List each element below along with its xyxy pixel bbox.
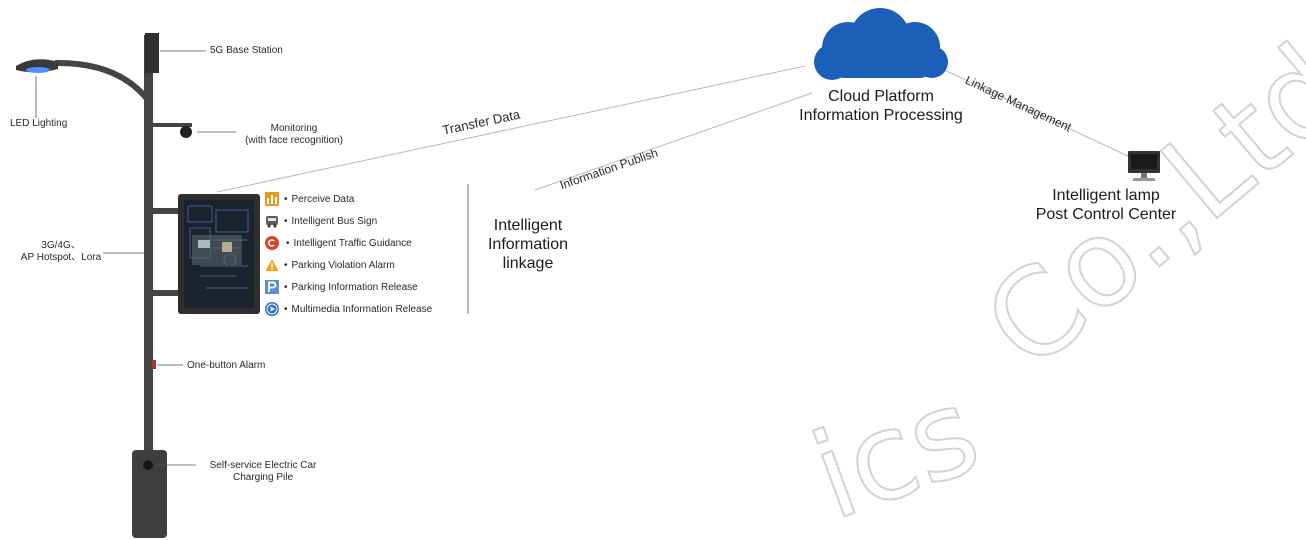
camera-arm	[148, 123, 192, 127]
cloud-platform-label: Cloud Platform Information Processing	[776, 87, 986, 125]
alarm-button	[152, 360, 156, 369]
face-camera	[180, 126, 192, 138]
label-charging-line1: Self-service Electric Car	[209, 460, 317, 471]
monitor-icon	[1128, 151, 1160, 181]
bus-icon	[265, 214, 279, 228]
label-monitoring-line1: Monitoring	[270, 123, 318, 134]
screen-arm-top	[150, 208, 182, 214]
intelligent-information-linkage: Intelligent Information linkage	[468, 216, 588, 273]
feature-perceive-data: •Perceive Data	[265, 191, 354, 207]
linkage-management-line	[939, 67, 1131, 158]
screen-arm-bottom	[150, 290, 182, 296]
label-monitoring: Monitoring (with face recognition)	[238, 123, 350, 147]
warning-icon	[265, 258, 279, 272]
label-network-line1: 3G/4G、	[41, 240, 81, 251]
linkage-line3: linkage	[502, 255, 554, 272]
feature-label: Multimedia Information Release	[291, 303, 433, 315]
lamp-arm	[54, 59, 151, 102]
feature-parking-information-release: •Parking Information Release	[265, 279, 418, 295]
street-pole	[16, 33, 192, 538]
feature-intelligent-traffic-guidance: •Intelligent Traffic Guidance	[265, 235, 412, 251]
label-network: 3G/4G、 AP Hotspot、Lora	[18, 240, 104, 264]
parking-icon	[265, 280, 279, 294]
smart-display-screen	[178, 194, 260, 314]
label-charging-line2: Charging Pile	[232, 472, 294, 483]
control-center-line1: Intelligent lamp	[1052, 187, 1160, 204]
feature-label: Perceive Data	[291, 193, 355, 205]
bar-chart-icon	[265, 192, 279, 206]
linkage-line1: Intelligent	[493, 217, 563, 234]
label-5g-base-station: 5G Base Station	[210, 45, 283, 56]
charging-socket	[143, 460, 153, 470]
connector-lines	[216, 65, 1131, 193]
cloud-line2: Information Processing	[799, 107, 963, 124]
control-center-label: Intelligent lamp Post Control Center	[1006, 186, 1206, 224]
label-one-button-alarm: One-button Alarm	[187, 360, 266, 371]
play-icon	[265, 302, 279, 316]
traffic-guidance-icon	[265, 236, 279, 250]
feature-label: Intelligent Traffic Guidance	[293, 237, 412, 249]
charging-cabinet	[132, 450, 167, 538]
cloud-line1: Cloud Platform	[828, 88, 934, 105]
linkage-line2: Information	[487, 236, 569, 253]
label-network-line2: AP Hotspot、Lora	[20, 252, 102, 263]
feature-label: Parking Violation Alarm	[291, 259, 395, 271]
feature-label: Intelligent Bus Sign	[291, 215, 378, 227]
led-light	[26, 67, 50, 73]
label-monitoring-line2: (with face recognition)	[245, 135, 343, 146]
feature-intelligent-bus-sign: •Intelligent Bus Sign	[265, 213, 377, 229]
label-leader-lines	[35, 50, 469, 466]
cloud-icon	[814, 8, 948, 80]
control-center-line2: Post Control Center	[1035, 206, 1177, 223]
feature-multimedia-information-release: •Multimedia Information Release	[265, 301, 432, 317]
label-led-lighting: LED Lighting	[10, 118, 68, 129]
transfer-data-line	[216, 65, 806, 193]
label-charging-pile: Self-service Electric Car Charging Pile	[196, 460, 330, 484]
feature-parking-violation-alarm: •Parking Violation Alarm	[265, 257, 395, 273]
base-station-antenna	[145, 33, 159, 73]
pole-shaft	[144, 35, 153, 455]
information-publish-line	[534, 92, 813, 191]
feature-label: Parking Information Release	[291, 281, 418, 293]
